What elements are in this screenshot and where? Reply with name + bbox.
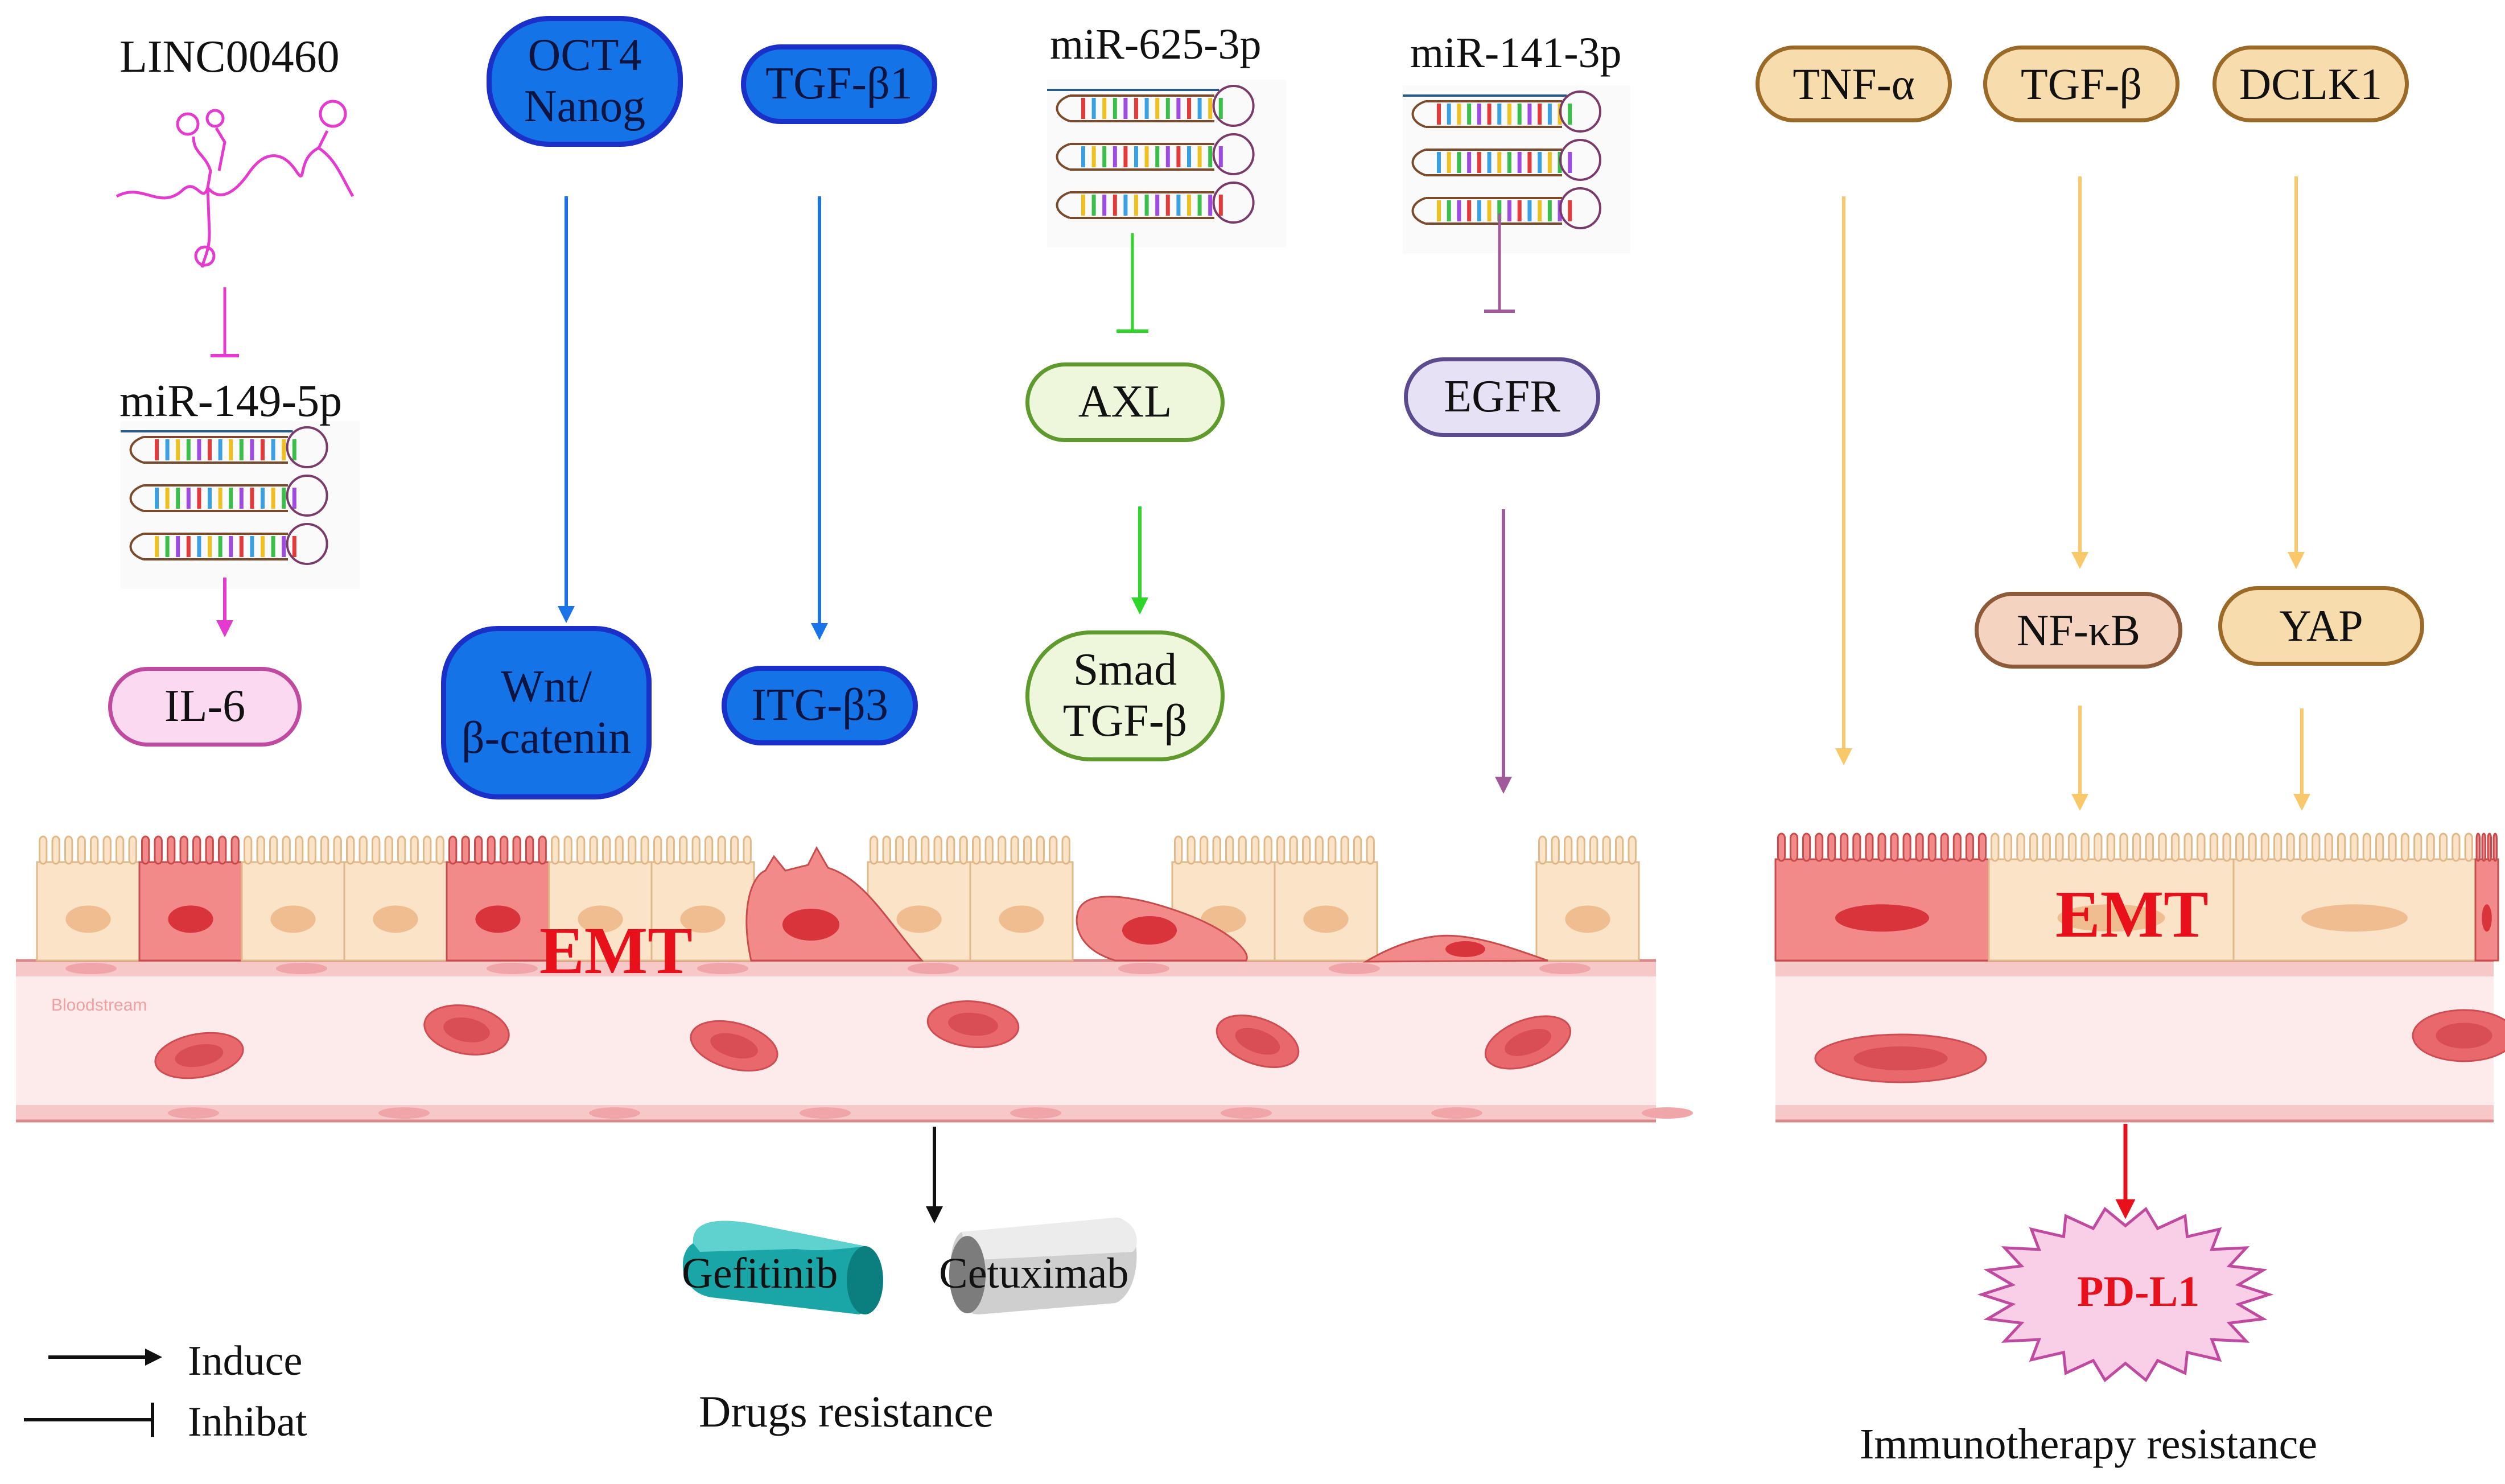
itgb3-label: ITG-β3 [751,680,888,731]
pdl1-label: PD-L1 [2077,1268,2200,1316]
egfr-label: EGFR [1444,372,1560,422]
beta-catenin-label: β-catenin [461,712,632,763]
legend-inhibit-label: Inhibat [188,1399,307,1445]
axl-node: AXL [1025,362,1225,442]
il6-node: IL-6 [108,667,302,747]
immunotherapy-resistance-label: Immunotherapy resistance [1860,1420,2318,1468]
egfr-node: EGFR [1404,357,1600,437]
axl-label: AXL [1078,377,1172,427]
left-emt-label: EMT [539,913,693,988]
lncrna-structure [116,100,355,268]
smad-label: Smad [1073,645,1177,695]
mir625-label: miR-625-3p [1050,20,1262,68]
oct4-label: OCT4 [528,30,642,81]
tgfb1-label: TGF-β1 [765,59,913,109]
wnt-label: Wnt/ [501,661,592,712]
mir149-label: miR-149-5p [120,376,343,426]
right-emt-label: EMT [2055,877,2209,951]
mir141-label: miR-141-3p [1410,29,1622,77]
tgfb-label: TGF-β [2020,59,2142,109]
il6-label: IL-6 [164,681,246,732]
tgfb1-node: TGF-β1 [741,44,937,124]
drug-capsules [682,1218,1137,1314]
left-tissue [16,835,1693,1123]
wnt-catenin-node: Wnt/ β-catenin [441,626,652,799]
smad-tgfb-label: TGF-β [1062,696,1188,746]
nfkb-label: NF-κB [2016,605,2140,655]
cetuximab-label: Cetuximab [939,1250,1129,1297]
linc00460-label: LINC00460 [120,32,340,82]
gefitinib-label: Gefitinib [682,1250,838,1297]
oct4-nanog-node: OCT4 Nanog [487,16,683,147]
nanog-label: Nanog [524,81,646,131]
legend-lines [24,1349,162,1437]
right-tissue [1774,832,2505,1123]
smad-tgfb-node: Smad TGF-β [1025,630,1225,761]
tnfa-label: TNF-α [1793,59,1915,109]
yap-label: YAP [2279,601,2363,651]
bloodstream-label: Bloodstream [51,996,147,1015]
tgfb-node: TGF-β [1983,46,2179,122]
legend-induce-label: Induce [188,1338,303,1384]
tnfa-node: TNF-α [1756,46,1952,122]
dclk1-label: DCLK1 [2239,59,2383,109]
nfkb-node: NF-κB [1975,592,2182,669]
itgb3-node: ITG-β3 [722,666,918,745]
yap-node: YAP [2218,586,2424,666]
drugs-resistance-label: Drugs resistance [699,1387,994,1436]
pathway-arrows [211,176,2310,1223]
dclk1-node: DCLK1 [2213,46,2409,122]
pdl1-burst [1977,1206,2274,1383]
